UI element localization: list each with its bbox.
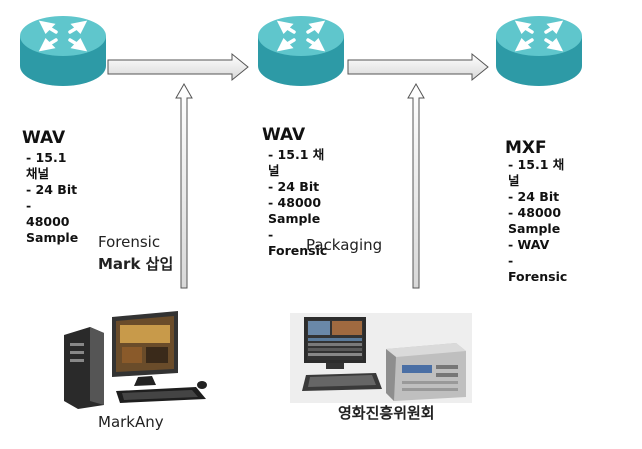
node-1-specs: 15.1 채널 24 Bit 48000 Sample [26,150,78,246]
router-icon [20,16,106,86]
forensic-label-line1: Forensic [98,233,161,251]
router-icon [258,16,344,86]
spec-item: 24 Bit [508,189,567,205]
spec-item: 48000 Sample [268,195,327,227]
spec-item: 15.1 채널 [26,150,78,182]
horizontal-arrow-2 [347,52,489,82]
horizontal-arrow-1 [107,52,249,82]
vertical-arrow-packaging [407,82,425,289]
editing-workstation-icon [290,313,472,403]
spec-item: Forensic [508,253,567,285]
spec-item: 24 Bit [26,182,78,198]
node-2-title: WAV [262,125,306,145]
packaging-label: Packaging [306,236,383,254]
router-icon [496,16,582,86]
spec-item: 48000 Sample [508,205,567,237]
desktop-pc-icon [64,311,207,409]
node-3-title: MXF [505,138,547,158]
kofic-label: 영화진흥위원회 [338,404,435,422]
node-2-specs: 15.1 채널 24 Bit 48000 Sample Forensic [268,147,327,259]
node-3-specs: 15.1 채널 24 Bit 48000 Sample WAV Forensic [508,157,567,285]
spec-item: WAV [508,237,567,253]
spec-item: 15.1 채널 [268,147,327,179]
vertical-arrow-forensic [175,82,193,289]
spec-item: 15.1 채널 [508,157,567,189]
markany-label: MarkAny [98,413,164,431]
forensic-label-line2: Mark 삽입 [98,255,174,273]
spec-item: 48000 Sample [26,198,78,246]
node-1-title: WAV [22,128,66,148]
spec-item: 24 Bit [268,179,327,195]
spec-item: Forensic [268,227,327,259]
